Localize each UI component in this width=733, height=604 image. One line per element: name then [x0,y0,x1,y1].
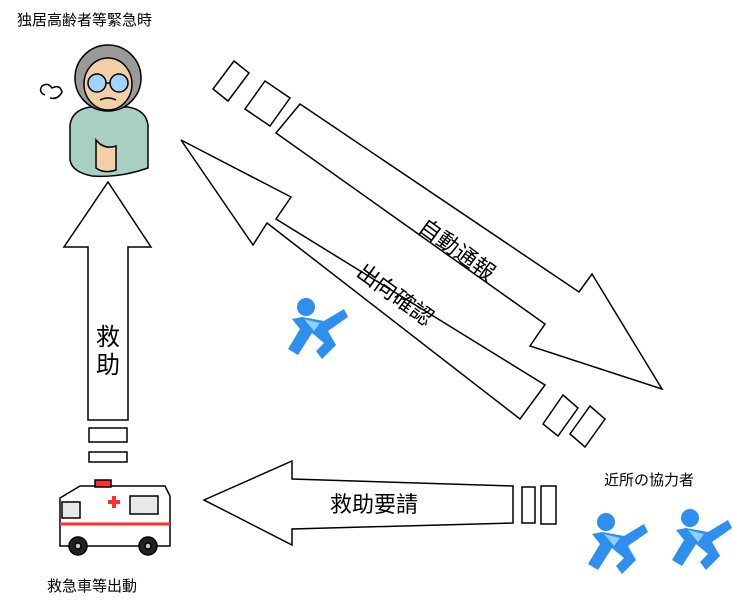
rescue-label-char2: 助 [96,351,120,379]
rescue-label-char1: 救 [96,323,120,351]
elderly-caption: 独居高齢者等緊急時 [17,11,153,29]
running-person-icon [672,509,732,570]
ambulance-caption: 救急車等出動 [47,577,138,595]
elderly-person-icon [39,44,149,178]
helpers-caption: 近所の協力者 [604,471,695,489]
rescue-request-arrow [202,459,557,547]
auto-report-arrow [211,59,664,391]
rescue-arrow [62,180,153,463]
running-person-icon [588,513,648,574]
ambulance-icon [59,479,171,556]
running-person-icon [288,298,348,359]
dispatch-confirm-arrow [180,139,607,449]
rescue-request-label: 救助要請 [330,493,418,518]
